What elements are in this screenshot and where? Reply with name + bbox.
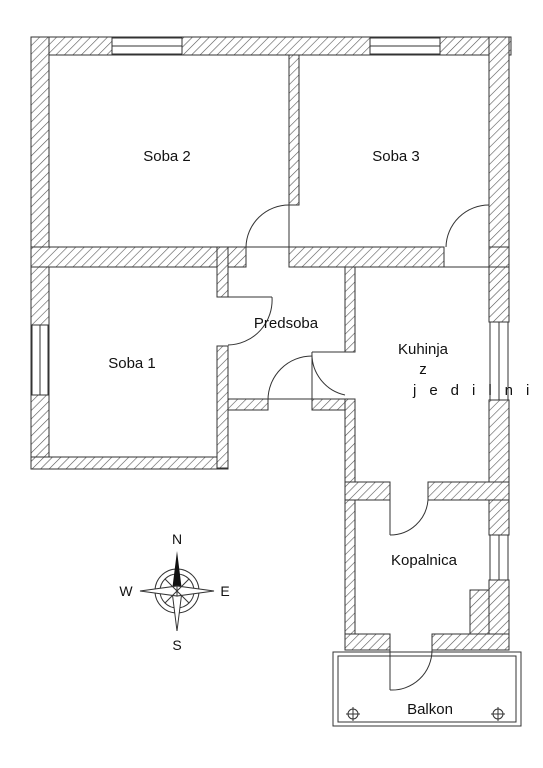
- compass-rose: N S E W: [119, 531, 229, 653]
- balcony: [332, 651, 522, 727]
- room-label-predsoba: Predsoba: [254, 315, 319, 332]
- compass-label-e: E: [220, 583, 229, 599]
- room-label-kuhinja-z: z: [419, 361, 427, 378]
- room-label-balkon: Balkon: [407, 701, 453, 718]
- compass-needle-east-icon: [176, 585, 215, 597]
- thin-outlines: [228, 266, 489, 400]
- balcony-pillar-right: [491, 707, 505, 721]
- room-label-kopalnica: Kopalnica: [391, 552, 458, 569]
- balcony-pillar-left: [346, 707, 360, 721]
- room-label-soba1: Soba 1: [108, 355, 156, 372]
- windows: [31, 37, 509, 581]
- room-label-kuhinja: Kuhinja: [398, 341, 449, 358]
- compass-label-s: S: [172, 637, 181, 653]
- compass-needle-south-icon: [171, 590, 183, 632]
- doors: [227, 204, 490, 691]
- room-label-soba2: Soba 2: [143, 148, 191, 165]
- compass-label-w: W: [119, 583, 133, 599]
- compass-label-n: N: [172, 531, 182, 547]
- compass-needle-west-icon: [139, 585, 178, 597]
- compass-needle-north-icon: [172, 551, 182, 591]
- room-label-soba3: Soba 3: [372, 148, 420, 165]
- room-label-kuhinja-jedilni: jedilni: [412, 382, 542, 399]
